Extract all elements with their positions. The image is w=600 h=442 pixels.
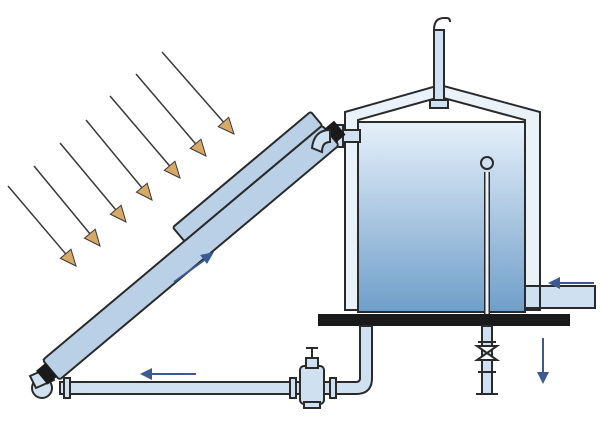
diagonal-arrow-icon (33, 165, 101, 247)
flow-arrows (140, 252, 594, 384)
return-pipe-flange-c (329, 377, 337, 399)
return-pipe-flange-a (63, 377, 71, 399)
base-plate (318, 314, 570, 326)
flow-arrow-icon (173, 252, 214, 283)
diagonal-arrow-icon (161, 51, 235, 135)
vent-flange (429, 99, 449, 109)
vent-pipe-top (433, 17, 451, 31)
diagonal-arrow-icon (85, 119, 153, 201)
tank-outer-frame (344, 83, 541, 311)
diagonal-arrow-icon (7, 185, 77, 267)
cold-water-inlet-pipe (524, 285, 596, 309)
collector-manifold-tube (42, 125, 339, 380)
storage-tank (357, 121, 526, 313)
solar-collector (36, 111, 346, 385)
circulation-valve (299, 347, 325, 409)
diagonal-arrow-icon (59, 142, 127, 223)
top-elbow (310, 128, 331, 154)
diagonal-arrow-icon (109, 95, 181, 179)
vent-pipe (433, 29, 445, 101)
drain-valve (473, 341, 501, 373)
collector-end-cap-top (324, 120, 346, 143)
return-pipe-vertical (59, 325, 373, 395)
collector-end-cap-bottom (36, 363, 57, 385)
flow-arrow-icon (140, 368, 196, 380)
flow-arrow-icon (548, 277, 594, 289)
return-pipe-flange-b (289, 377, 297, 399)
flow-arrow-icon (537, 338, 549, 384)
diagonal-arrow-icon (135, 73, 207, 157)
collector-absorber-panel (172, 111, 323, 242)
sun-rays (7, 51, 235, 267)
float-ball (480, 156, 494, 170)
